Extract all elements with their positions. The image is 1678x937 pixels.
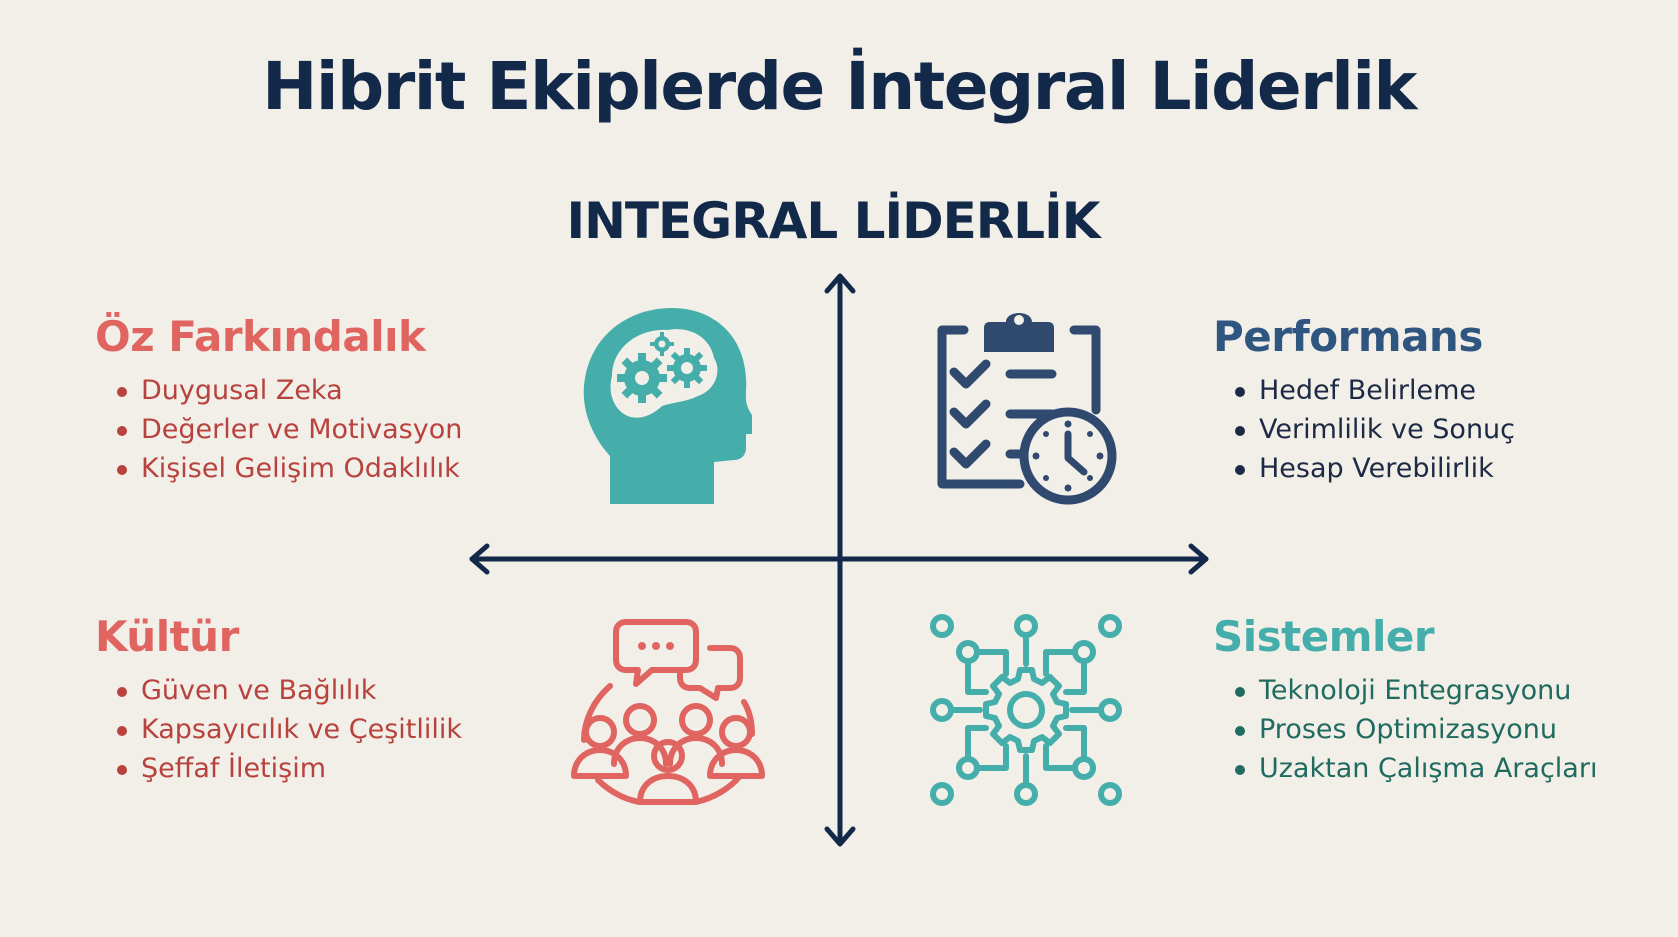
quadrant-culture: Kültür Güven ve Bağlılık Kapsayıcılık ve… xyxy=(95,612,462,788)
quadrant-systems: Sistemler Teknoloji Entegrasyonu Proses … xyxy=(1213,612,1597,788)
list-item: Şeffaf İletişim xyxy=(95,749,462,788)
list-item: Duygusal Zeka xyxy=(95,371,462,410)
quadrant-list: Güven ve Bağlılık Kapsayıcılık ve Çeşitl… xyxy=(95,671,462,788)
quadrant-heading: Performans xyxy=(1213,312,1483,361)
quadrant-self-awareness: Öz Farkındalık Duygusal Zeka Değerler ve… xyxy=(95,312,462,488)
list-item: Değerler ve Motivasyon xyxy=(95,410,462,449)
list-item: Hedef Belirleme xyxy=(1213,371,1515,410)
quadrant-heading: Sistemler xyxy=(1213,612,1435,661)
list-item: Verimlilik ve Sonuç xyxy=(1213,410,1515,449)
arrow-left-icon xyxy=(469,543,490,575)
head-gears-icon xyxy=(583,308,752,504)
quadrant-performance: Performans Hedef Belirleme Verimlilik ve… xyxy=(1213,312,1515,488)
quadrant-list: Hedef Belirleme Verimlilik ve Sonuç Hesa… xyxy=(1213,371,1515,488)
list-item: Hesap Verebilirlik xyxy=(1213,449,1515,488)
arrow-up-icon xyxy=(824,273,856,294)
arrow-down-icon xyxy=(824,826,856,847)
diagram-title: INTEGRAL LİDERLİK xyxy=(566,192,1100,250)
list-item: Uzaktan Çalışma Araçları xyxy=(1213,749,1597,788)
quadrant-heading: Kültür xyxy=(95,612,239,661)
list-item: Kapsayıcılık ve Çeşitlilik xyxy=(95,710,462,749)
quadrant-list: Teknoloji Entegrasyonu Proses Optimizasy… xyxy=(1213,671,1597,788)
page-title: Hibrit Ekiplerde İntegral Liderlik xyxy=(262,48,1417,125)
quadrant-list: Duygusal Zeka Değerler ve Motivasyon Kiş… xyxy=(95,371,462,488)
list-item: Kişisel Gelişim Odaklılık xyxy=(95,449,462,488)
clipboard-clock-icon xyxy=(937,313,1117,505)
gear-network-icon xyxy=(930,614,1122,806)
quadrant-heading: Öz Farkındalık xyxy=(95,312,426,361)
list-item: Güven ve Bağlılık xyxy=(95,671,462,710)
list-item: Teknoloji Entegrasyonu xyxy=(1213,671,1597,710)
team-chat-icon xyxy=(571,619,765,805)
arrow-right-icon xyxy=(1188,543,1209,575)
list-item: Proses Optimizasyonu xyxy=(1213,710,1597,749)
